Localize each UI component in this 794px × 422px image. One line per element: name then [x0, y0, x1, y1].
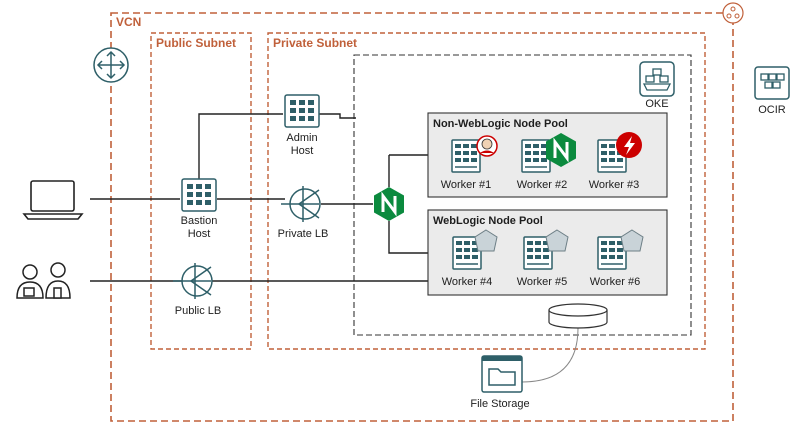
private-lb-label: Private LB	[278, 228, 329, 240]
file-storage-icon	[481, 355, 523, 393]
admin-host-server-icon	[284, 94, 320, 128]
admin-host-label-1: Admin	[286, 132, 317, 144]
private-subnet-border	[267, 32, 706, 350]
bastion-host-label-2: Host	[188, 228, 211, 240]
worker-5-label: Worker #5	[517, 276, 568, 288]
public-lb-label: Public LB	[175, 305, 221, 317]
router-icon	[93, 47, 129, 83]
oke-icon	[639, 61, 675, 97]
connections	[90, 113, 579, 383]
vcn-border	[110, 12, 734, 422]
vcn-label: VCN	[116, 15, 141, 29]
non-weblogic-pool-label: Non-WebLogic Node Pool	[433, 118, 568, 130]
storage-volume-icon	[548, 303, 608, 329]
worker-3-label: Worker #3	[589, 179, 640, 191]
users-icon	[16, 262, 71, 299]
lightning-icon	[616, 132, 642, 158]
worker-4-label: Worker #4	[442, 276, 493, 288]
public-subnet-label: Public Subnet	[156, 36, 236, 50]
nginx-ingress-icon	[372, 185, 406, 223]
network-icon	[722, 2, 744, 24]
admin-host-label-2: Host	[291, 145, 314, 157]
worker-2-server-icon	[521, 139, 551, 173]
worker-1-server-icon	[451, 139, 481, 173]
ocir-label: OCIR	[758, 104, 786, 116]
bastion-host-label-1: Bastion	[181, 215, 218, 227]
worker-6-label: Worker #6	[590, 276, 641, 288]
oke-label: OKE	[645, 98, 668, 110]
private-subnet-label: Private Subnet	[273, 36, 357, 50]
weblogic-pool-label: WebLogic Node Pool	[433, 215, 543, 227]
bastion-host-server-icon	[181, 178, 217, 212]
private-lb-icon	[280, 185, 321, 223]
public-lb-icon	[172, 262, 213, 300]
public-subnet-border	[150, 32, 252, 350]
laptop-icon	[22, 180, 84, 220]
jenkins-icon	[476, 135, 498, 157]
worker-1-label: Worker #1	[441, 179, 492, 191]
ocir-icon	[754, 66, 790, 100]
worker-2-label: Worker #2	[517, 179, 568, 191]
oke-cluster-border	[353, 54, 692, 336]
file-storage-label: File Storage	[470, 398, 529, 410]
